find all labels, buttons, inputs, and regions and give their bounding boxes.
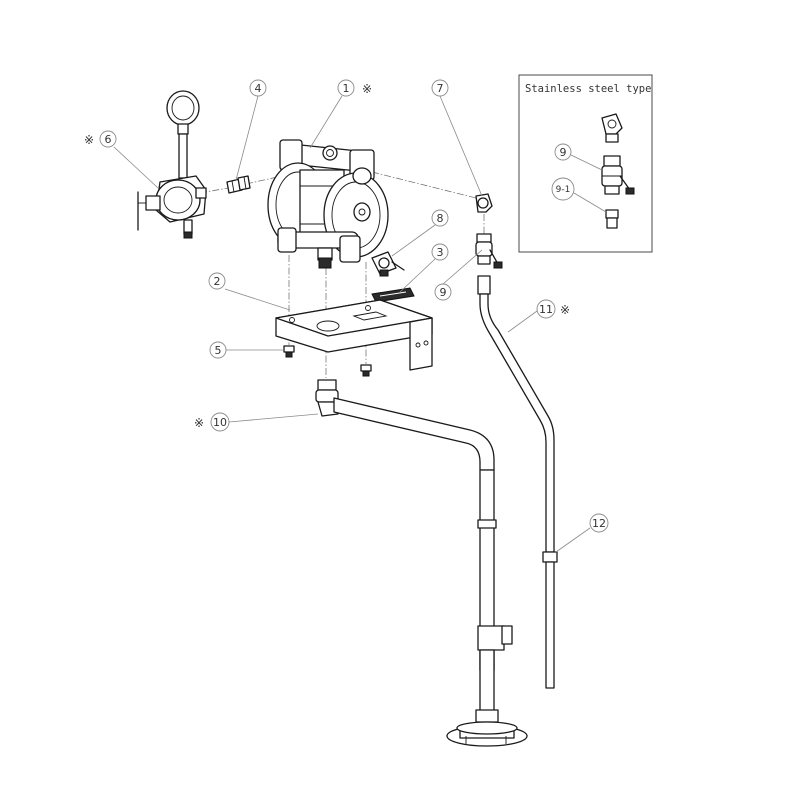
- inset-nipple[interactable]: [605, 209, 619, 229]
- inset-title: Stainless steel type: [525, 83, 651, 95]
- callout-3: 3: [431, 243, 449, 261]
- part-2-mounting-bracket[interactable]: [275, 299, 433, 371]
- callout-7: 7: [431, 79, 449, 97]
- svg-text:8: 8: [437, 212, 444, 225]
- part-9-ball-valve[interactable]: [475, 233, 503, 295]
- callout-6-mark: ※: [84, 133, 94, 147]
- part-5-bolts[interactable]: [283, 345, 372, 377]
- callout-8: 8: [431, 209, 449, 227]
- callout-11-mark: ※: [560, 303, 570, 317]
- svg-text:6: 6: [105, 133, 112, 146]
- inset-elbow[interactable]: [601, 113, 623, 143]
- svg-text:2: 2: [214, 275, 221, 288]
- callout-6: 6 ※: [84, 130, 117, 148]
- leader-lines: [113, 95, 607, 553]
- callout-4: 4: [249, 79, 267, 97]
- callout-12: 12: [589, 513, 609, 533]
- svg-text:1: 1: [343, 82, 350, 95]
- part-8-valve-fitting[interactable]: [371, 251, 405, 277]
- callout-9: 9: [434, 283, 452, 301]
- callout-11: 11 ※: [536, 299, 570, 319]
- part-7-elbow[interactable]: [475, 193, 493, 213]
- callout-10-mark: ※: [194, 416, 204, 430]
- callout-9-1-inset: 9-1: [551, 177, 575, 201]
- svg-text:4: 4: [255, 82, 262, 95]
- part-6-regulator-with-gauge[interactable]: [137, 90, 207, 239]
- callout-1: 1 ※: [337, 79, 372, 97]
- svg-text:10: 10: [213, 416, 227, 429]
- svg-text:7: 7: [437, 82, 444, 95]
- svg-text:3: 3: [437, 246, 444, 259]
- callout-5: 5: [209, 341, 227, 359]
- part-10-suction-pipe[interactable]: [315, 379, 528, 747]
- callout-10: 10 ※: [194, 412, 230, 432]
- svg-text:9-1: 9-1: [556, 185, 571, 195]
- stainless-steel-inset: Stainless steel type: [518, 74, 653, 253]
- svg-text:5: 5: [215, 344, 222, 357]
- part-1-diaphragm-pump[interactable]: [267, 139, 389, 269]
- svg-text:11: 11: [539, 303, 553, 316]
- svg-text:9: 9: [440, 286, 447, 299]
- part-4-fitting[interactable]: [226, 175, 251, 194]
- callout-2: 2: [208, 272, 226, 290]
- inset-ball-valve[interactable]: [601, 155, 635, 195]
- callout-1-mark: ※: [362, 82, 372, 96]
- svg-text:12: 12: [592, 517, 606, 530]
- svg-text:9: 9: [560, 146, 567, 159]
- callout-9-inset: 9: [554, 143, 572, 161]
- part-3-label-plate[interactable]: [371, 287, 415, 303]
- part-12-tube[interactable]: [542, 551, 558, 689]
